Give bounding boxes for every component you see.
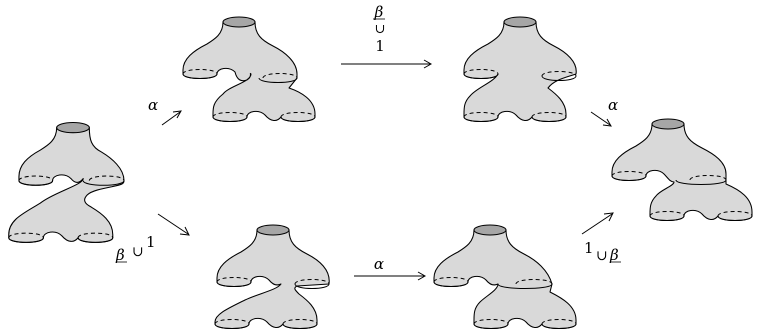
arrow-bottom-right-label-cup: ∪ xyxy=(596,248,608,264)
arrow-top xyxy=(341,59,433,69)
arrow-top-right xyxy=(590,111,612,127)
arrow-bottom-left-label-cup: ∪ xyxy=(132,244,144,260)
arrow-top-left xyxy=(161,110,182,126)
arrow-top-label-beta: β xyxy=(374,3,384,21)
surface-top-right xyxy=(463,16,577,123)
arrow-bottom-left xyxy=(157,213,190,236)
arrow-top-left-label: α xyxy=(148,96,158,114)
arrow-top-right-label: α xyxy=(608,96,618,114)
surface-top-left xyxy=(182,16,316,123)
arrow-bottom-left-label-one: 1 xyxy=(146,233,156,251)
arrow-bottom xyxy=(354,271,427,281)
surface-left xyxy=(8,121,125,243)
arrow-top-label-cup: ∪ xyxy=(375,22,386,37)
arrow-bottom-left-label-beta: β xyxy=(115,246,125,264)
arrow-bottom-right-label-beta: β xyxy=(609,246,619,264)
surface-bottom-left xyxy=(214,224,330,330)
surface-bottom-right xyxy=(433,224,577,330)
arrow-top-label-one: 1 xyxy=(375,37,385,55)
surface-right xyxy=(611,118,753,222)
arrow-bottom-right-label-one: 1 xyxy=(584,239,594,257)
arrow-bottom-right xyxy=(581,212,614,235)
arrow-bottom-label: α xyxy=(374,255,384,273)
